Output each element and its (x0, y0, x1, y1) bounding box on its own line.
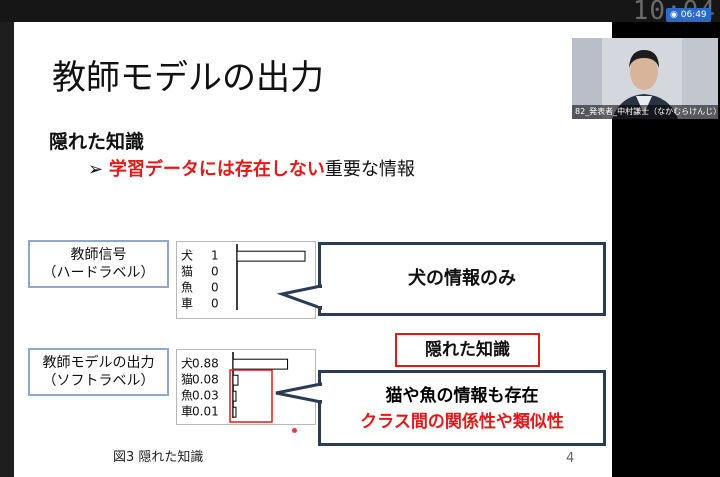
value-label: 0.03 (192, 389, 219, 403)
soft-label-chart-svg: 犬0.88 猫0.08 魚0.03 車0.01 (181, 352, 289, 423)
teacher-signal-subtitle: （ハードラベル） (42, 265, 155, 281)
bar (236, 250, 306, 262)
presenter-name: 82_発表者_中村謙士（なかむらけんじ） (572, 105, 718, 119)
bullet-arrow-icon: ➢ (88, 159, 104, 180)
bullet-text: 重要な情報 (324, 159, 415, 180)
laser-pointer-dot (292, 428, 297, 433)
recording-time: 06:49 (680, 10, 707, 20)
value-label: 0 (211, 265, 219, 279)
category-label: 魚 (181, 389, 193, 403)
bar (232, 390, 237, 402)
soft-callout-line-2: クラス間の関係性や類似性 (360, 412, 564, 432)
teacher-model-subtitle: （ソフトラベル） (42, 373, 155, 389)
callout-pointer-top (276, 284, 322, 310)
hard-label-chart: 犬 1 猫 0 魚 0 車 0 (176, 241, 316, 319)
category-label: 犬 (181, 249, 193, 263)
bullet-point: ➢ 学習データには存在しない重要な情報 (88, 155, 415, 181)
soft-label-callout: 猫や魚の情報も存在 クラス間の関係性や類似性 (318, 370, 606, 446)
hidden-knowledge-tag: 隠れた知識 (395, 333, 540, 367)
page-number: 4 (566, 451, 575, 466)
highlight-box (229, 369, 273, 423)
value-label: 0.08 (192, 373, 219, 387)
value-label: 0.88 (192, 357, 219, 371)
hard-label-callout: 犬の情報のみ (318, 242, 606, 316)
bullet-highlight-text: 学習データには存在しない (108, 159, 325, 180)
callout-pointer-bottom (275, 382, 322, 404)
category-label: 車 (181, 297, 193, 311)
slide-title: 教師モデルの出力 (52, 58, 324, 98)
category-label: 猫 (181, 373, 193, 387)
teacher-signal-label: 教師信号 （ハードラベル） (28, 240, 169, 288)
meeting-top-bar (0, 0, 720, 22)
record-icon: ◉ (670, 10, 681, 20)
bar (232, 406, 237, 418)
value-label: 0 (211, 281, 219, 295)
bar (232, 374, 239, 386)
teacher-signal-title: 教師信号 (70, 247, 127, 263)
section-heading: 隠れた知識 (49, 131, 145, 153)
teacher-model-label: 教師モデルの出力 （ソフトラベル） (28, 348, 169, 396)
soft-callout-line-1: 猫や魚の情報も存在 (385, 386, 539, 406)
presenter-webcam[interactable]: 82_発表者_中村謙士（なかむらけんじ） (572, 38, 718, 119)
category-label: 魚 (181, 281, 193, 295)
value-label: 0.01 (192, 405, 219, 419)
category-label: 犬 (181, 357, 193, 371)
figure-caption: 図3 隠れた知識 (113, 450, 204, 465)
bar (232, 358, 289, 370)
hard-label-chart-svg: 犬 1 猫 0 魚 0 車 0 (181, 244, 306, 311)
recording-indicator[interactable]: ◉ 06:49 (666, 8, 711, 22)
category-label: 車 (181, 405, 193, 419)
category-label: 猫 (181, 265, 193, 279)
value-label: 0 (211, 297, 219, 311)
teacher-model-title: 教師モデルの出力 (42, 355, 155, 371)
value-label: 1 (211, 249, 219, 263)
